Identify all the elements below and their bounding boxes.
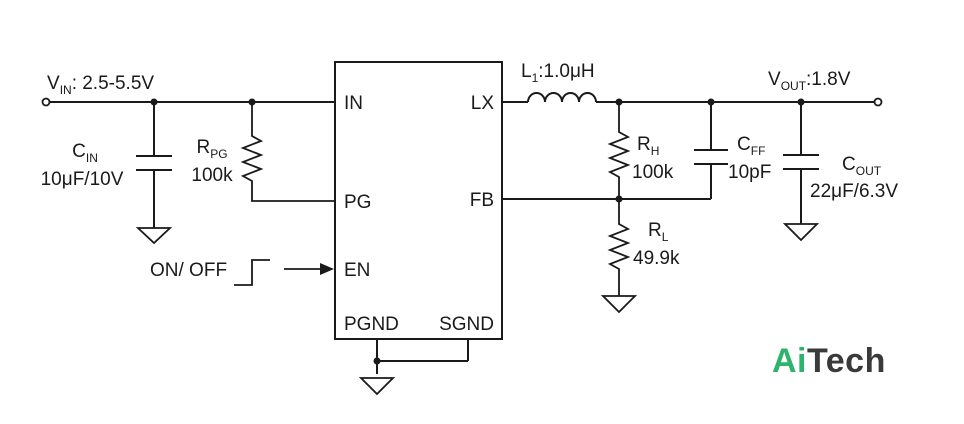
cout-value: 22μF/6.3V bbox=[810, 181, 898, 202]
cout-capacitor bbox=[782, 102, 820, 242]
l1-label: L1:1.0μH bbox=[521, 61, 595, 85]
rpg-resistor bbox=[240, 102, 335, 202]
rl-value: 49.9k bbox=[633, 248, 680, 269]
rl-label: RL bbox=[648, 220, 669, 244]
vin-net bbox=[41, 97, 335, 107]
rl-resistor bbox=[600, 199, 638, 314]
rh-value: 100k bbox=[632, 162, 674, 183]
fb-net bbox=[502, 195, 711, 203]
cin-capacitor bbox=[136, 102, 172, 228]
en-input bbox=[234, 259, 334, 286]
rh-resistor bbox=[607, 102, 631, 199]
pin-label-en: EN bbox=[344, 260, 370, 281]
cin-ground-symbol bbox=[135, 227, 173, 245]
ic-ground-net bbox=[358, 339, 469, 396]
onoff-label: ON/ OFF bbox=[150, 260, 227, 281]
cin-label: CIN bbox=[72, 141, 98, 165]
rpg-value: 100k bbox=[191, 165, 233, 186]
rpg-label: RPG bbox=[196, 137, 227, 161]
pin-label-sgnd: SGND bbox=[439, 314, 494, 335]
logo-part-tech: Tech bbox=[807, 342, 886, 380]
pin-label-in: IN bbox=[344, 93, 363, 114]
logo-part-ai: Ai bbox=[772, 342, 807, 380]
cin-value: 10μF/10V bbox=[41, 169, 124, 190]
cff-label: CFF bbox=[737, 134, 765, 158]
l1-inductor bbox=[502, 92, 883, 107]
cout-label: COUT bbox=[842, 154, 882, 178]
pin-label-pg: PG bbox=[344, 192, 371, 213]
cff-value: 10pF bbox=[728, 162, 771, 183]
aitech-logo: AiTech bbox=[772, 342, 886, 381]
cff-capacitor bbox=[694, 102, 728, 199]
rh-label: RH bbox=[637, 134, 659, 158]
vout-label: VOUT:1.8V bbox=[768, 69, 851, 93]
pin-label-pgnd: PGND bbox=[344, 314, 399, 335]
vin-label: VIN: 2.5-5.5V bbox=[47, 73, 154, 97]
pin-label-lx: LX bbox=[471, 93, 495, 114]
pin-label-fb: FB bbox=[470, 190, 494, 211]
